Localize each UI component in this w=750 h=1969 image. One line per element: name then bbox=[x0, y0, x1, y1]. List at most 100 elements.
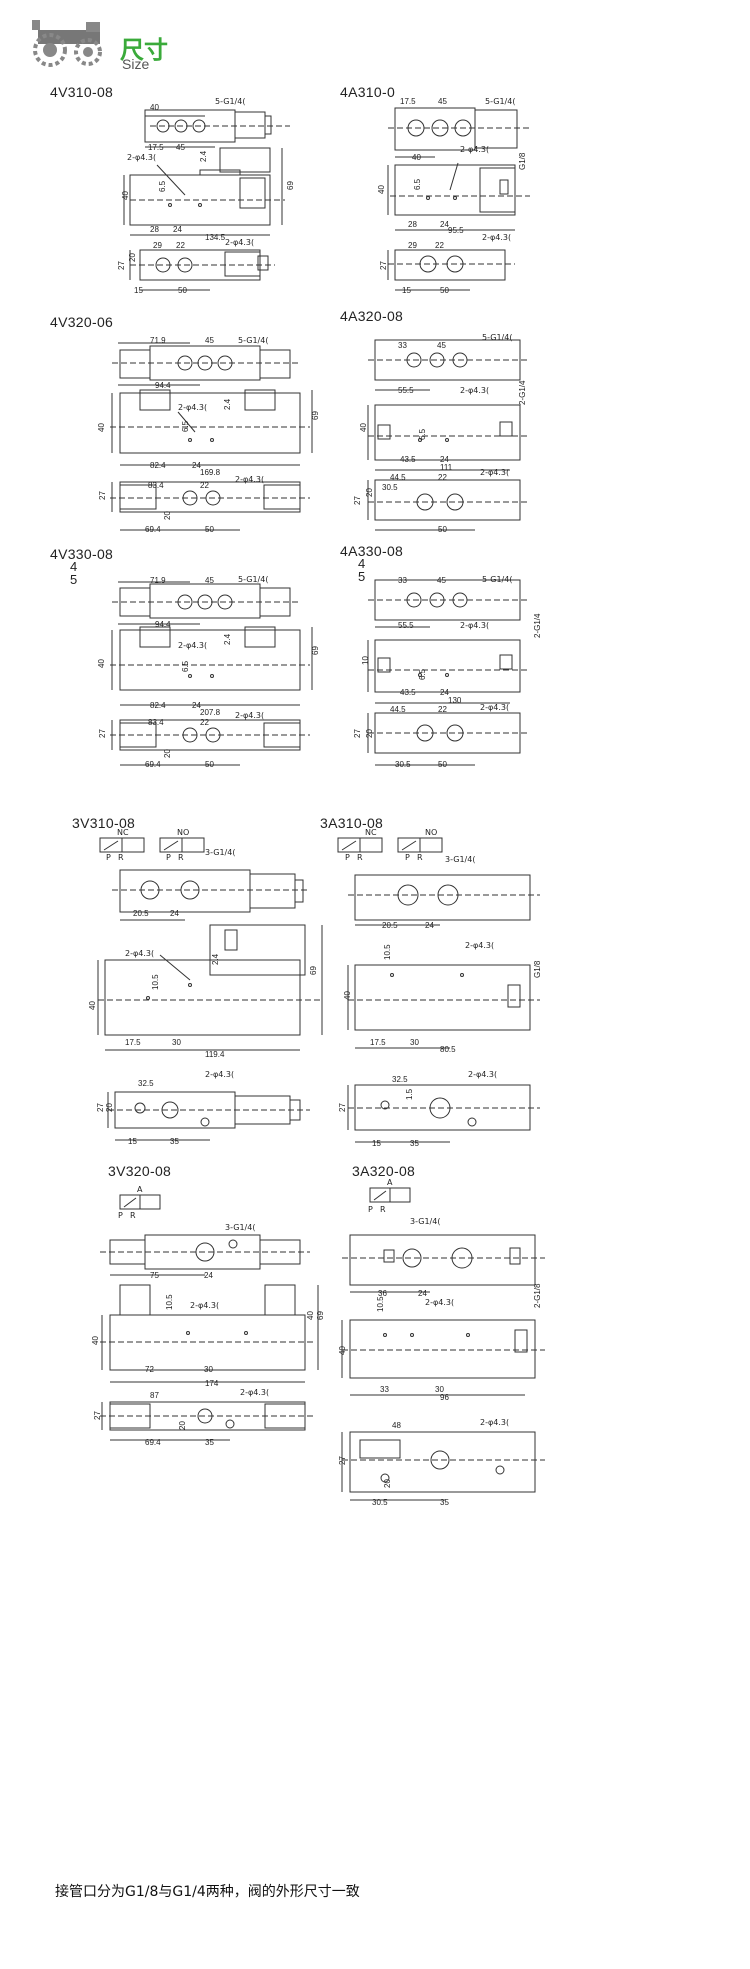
dimension-label: 2-φ4.3( bbox=[460, 621, 489, 630]
drawing-4a310-side-view bbox=[387, 162, 530, 231]
dimension-label: NO bbox=[177, 828, 189, 837]
dimension-label: 15 bbox=[134, 286, 143, 295]
dimension-label: 22 bbox=[200, 718, 209, 727]
dimension-label: 17.5 bbox=[148, 143, 164, 152]
dimension-label: 130 bbox=[448, 696, 462, 705]
dimension-label: 24 bbox=[440, 220, 449, 229]
dimension-label: 20 bbox=[365, 488, 374, 497]
logo bbox=[30, 16, 114, 68]
dimension-label: 30 bbox=[410, 1038, 419, 1047]
dimension-label: 20 bbox=[178, 1421, 187, 1430]
dimension-label: 69 bbox=[316, 1311, 325, 1320]
dimension-label: R bbox=[178, 853, 184, 862]
dimension-label: 32.5 bbox=[138, 1079, 154, 1088]
drawing-4a320-top-view bbox=[368, 339, 530, 391]
dimension-label: 5-G1/4( bbox=[238, 575, 268, 584]
dimension-label: 2.4 bbox=[211, 953, 220, 965]
dimension-label: 30 bbox=[204, 1365, 213, 1374]
dimension-label: 95.5 bbox=[448, 226, 464, 235]
drawing-3a320-top-view bbox=[342, 1234, 545, 1293]
dimension-label: R bbox=[417, 853, 423, 862]
dimension-label: 94.4 bbox=[155, 381, 171, 390]
dimension-label: 30 bbox=[435, 1385, 444, 1394]
dimension-label: 28 bbox=[150, 225, 159, 234]
dimension-label: 20.5 bbox=[133, 909, 149, 918]
dimension-label: 2-φ4.3( bbox=[125, 949, 154, 958]
dimension-label: P bbox=[166, 853, 171, 862]
dimension-label: R bbox=[357, 853, 363, 862]
dimension-label: 69 bbox=[309, 966, 318, 975]
dimension-label: 27 bbox=[338, 1456, 347, 1465]
dimension-label: 50 bbox=[440, 286, 449, 295]
dimension-label: NO bbox=[425, 828, 437, 837]
dimension-label: 111 bbox=[440, 463, 453, 472]
dimension-label: 45 bbox=[176, 143, 185, 152]
drawing-4a320-bottom-view bbox=[367, 479, 530, 531]
drawing-3a320-side-view bbox=[341, 1319, 545, 1396]
dimension-label: 50 bbox=[205, 760, 214, 769]
dimension-label: 5-G1/4( bbox=[485, 97, 515, 106]
dimension-label: 2-φ4.3( bbox=[425, 1298, 454, 1307]
dimension-label: 15 bbox=[372, 1139, 381, 1148]
dimension-label: 2.4 bbox=[223, 633, 232, 645]
dimension-label: 40 bbox=[343, 991, 352, 1000]
dimension-label: 40 bbox=[338, 1346, 347, 1355]
drawing-4v330-bottom-view bbox=[110, 719, 310, 766]
dimension-label: 36 bbox=[378, 1289, 387, 1298]
dimension-label: 28 bbox=[408, 220, 417, 229]
dimension-label: 27 bbox=[353, 729, 362, 738]
dimension-label: 17.5 bbox=[125, 1038, 141, 1047]
dimension-label: 2-φ4.3( bbox=[480, 468, 509, 477]
dimension-label: 207.8 bbox=[200, 708, 221, 717]
page-subtitle: Size bbox=[122, 56, 150, 72]
dimension-label: P bbox=[368, 1205, 373, 1214]
model-label-4a320: 4A320-08 bbox=[340, 308, 404, 324]
dimension-label: 20 bbox=[163, 749, 172, 758]
dimension-label: 20 bbox=[128, 253, 137, 262]
dimension-label: P bbox=[118, 1211, 123, 1220]
dimension-label: 2-φ4.3( bbox=[127, 153, 156, 162]
drawing-3v310-side-view bbox=[97, 924, 323, 1051]
drawing-4v330-top-view bbox=[112, 581, 300, 625]
drawing-4v330-side-view bbox=[110, 626, 313, 706]
dimension-label: 20.5 bbox=[382, 921, 398, 930]
dimension-label: 2-G1/4 bbox=[518, 380, 527, 405]
model-variant-4v330-a: 4 bbox=[70, 559, 78, 574]
dimension-label: 82.4 bbox=[150, 461, 166, 470]
model-label-4v310: 4V310-08 bbox=[50, 84, 114, 100]
dimension-label: 43.5 bbox=[400, 688, 416, 697]
dimension-label: G1/8 bbox=[518, 152, 527, 170]
dimension-label: P bbox=[106, 853, 111, 862]
dimension-label: 2-φ4.3( bbox=[465, 941, 494, 950]
dimension-label: P bbox=[405, 853, 410, 862]
dimension-label: 44.5 bbox=[390, 705, 406, 714]
dimension-label: 6.5 bbox=[158, 180, 167, 192]
model-label-4a310: 4A310-0 bbox=[340, 84, 396, 100]
footer-note: 接管口分为G1/8与G1/4两种，阀的外形尺寸一致 bbox=[55, 1884, 360, 1900]
dimension-label: 5-G1/4( bbox=[215, 97, 245, 106]
dimension-label: 6.5 bbox=[418, 428, 427, 440]
dimension-label: 6.5 bbox=[181, 660, 190, 672]
drawing-3v320-side-view bbox=[100, 1284, 319, 1383]
dimension-label: NC bbox=[117, 828, 129, 837]
dimension-label: 2.4 bbox=[223, 398, 232, 410]
drawing-3v310-bottom-view bbox=[107, 1091, 310, 1141]
dimension-label: 2-G1/4 bbox=[533, 613, 542, 638]
dimension-label: 69 bbox=[311, 411, 320, 420]
dimension-label: 22 bbox=[438, 473, 447, 482]
dimension-label: 22 bbox=[176, 241, 185, 250]
dimension-label: A bbox=[387, 1178, 393, 1187]
dimension-label: 5-G1/4( bbox=[238, 336, 268, 345]
dimension-label: 35 bbox=[170, 1137, 179, 1146]
dimension-label: 71.9 bbox=[150, 576, 166, 585]
drawing-3a310-symbols bbox=[337, 837, 443, 853]
dimension-label: 17.5 bbox=[370, 1038, 386, 1047]
drawing-3v310-symbols bbox=[99, 837, 205, 853]
dimension-label: 94.4 bbox=[155, 620, 171, 629]
dimension-label: 40 bbox=[121, 191, 130, 200]
dimension-label: 20 bbox=[105, 1103, 114, 1112]
model-variant-4v330-b: 5 bbox=[70, 572, 78, 587]
drawing-3a310-side-view bbox=[347, 964, 540, 1049]
dimension-label: 30.5 bbox=[395, 760, 411, 769]
dimension-label: 169.8 bbox=[200, 468, 221, 477]
